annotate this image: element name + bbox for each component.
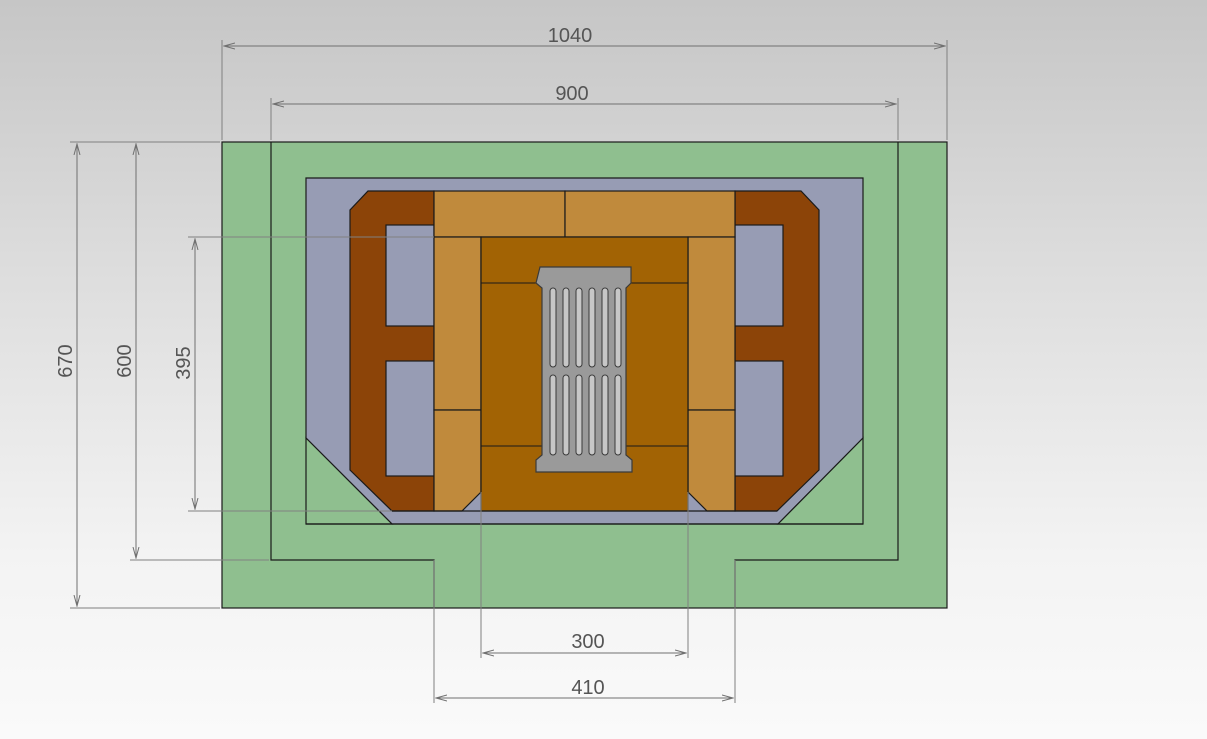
grate-slot <box>614 287 622 368</box>
grate-slot <box>562 287 570 368</box>
grate-slot <box>549 374 557 456</box>
dimension-label-395: 395 <box>173 346 195 379</box>
grate-slot <box>575 287 583 368</box>
cast-iron-grate <box>535 266 633 473</box>
dimension-firebox-opening: 300 <box>483 631 686 653</box>
fire-brick-lining <box>433 190 736 512</box>
dimension-label-670: 670 <box>55 344 77 377</box>
dimension-label-900: 900 <box>555 83 588 105</box>
grate-slot <box>601 287 609 368</box>
dimension-label-410: 410 <box>571 677 604 699</box>
grate-slot <box>614 374 622 456</box>
dimension-height-firebox: 395 <box>173 239 195 509</box>
dimension-width-inner: 900 <box>273 83 896 105</box>
outer-brick-ring <box>349 190 820 512</box>
grate-slot <box>601 374 609 456</box>
grate-slot <box>575 374 583 456</box>
extension-lines <box>70 40 948 703</box>
grate-slot <box>562 374 570 456</box>
dimension-label-300: 300 <box>571 631 604 653</box>
grate-slot <box>588 287 596 368</box>
grate-slot <box>588 374 596 456</box>
dimension-front-opening: 410 <box>436 677 733 699</box>
dimension-label-600: 600 <box>114 344 136 377</box>
dimension-width-overall: 1040 <box>224 25 945 47</box>
dimension-height-inner: 600 <box>114 144 136 558</box>
grate-slots <box>549 287 622 456</box>
dimension-label-1040: 1040 <box>548 25 593 47</box>
dimension-height-overall: 670 <box>55 144 77 606</box>
grate-slot <box>549 287 557 368</box>
